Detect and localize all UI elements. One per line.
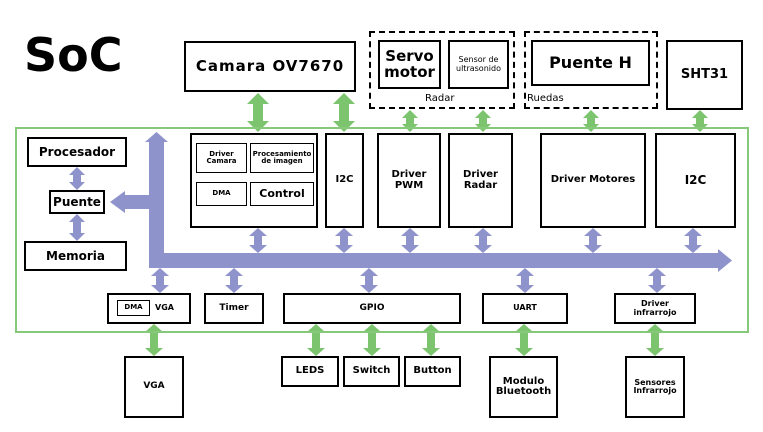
arrow-puente-h bbox=[583, 110, 599, 132]
arrow-bus-gpio bbox=[360, 268, 378, 293]
puente-block: Puente bbox=[49, 190, 105, 214]
bus-right-arrowhead bbox=[718, 249, 732, 272]
arrow-bus-infrarrojo bbox=[648, 268, 666, 293]
soc-boundary bbox=[15, 127, 749, 333]
bus-horizontal bbox=[149, 253, 719, 268]
sensor-ultrasonido-block: Sensor de ultrasonido bbox=[448, 40, 509, 89]
i2c-left-block: I2C bbox=[325, 133, 364, 228]
radar-label: Radar bbox=[425, 93, 455, 104]
button-block: Button bbox=[404, 356, 461, 387]
memoria-block: Memoria bbox=[24, 241, 127, 271]
arrow-i2c-left-bus bbox=[335, 228, 353, 253]
arrow-i2c-left bbox=[333, 93, 355, 132]
system-bus bbox=[110, 132, 732, 272]
arrow-radar-bus bbox=[474, 228, 492, 253]
page-title: SoC bbox=[24, 28, 123, 82]
ruedas-label: Ruedas bbox=[527, 93, 564, 104]
radar-group bbox=[369, 31, 515, 109]
arrow-bus-uart bbox=[516, 268, 534, 293]
driver-radar-block: Driver Radar bbox=[448, 133, 513, 228]
dma-vga-block: DMA bbox=[117, 300, 150, 316]
arrow-i2c-right-bus bbox=[684, 228, 702, 253]
sht31-block: SHT31 bbox=[666, 40, 743, 110]
timer-block: Timer bbox=[204, 293, 264, 324]
i2c-right-block: I2C bbox=[655, 133, 736, 228]
leds-block: LEDS bbox=[281, 356, 339, 387]
arrow-servo bbox=[402, 110, 418, 132]
ruedas-group bbox=[524, 31, 658, 109]
arrow-puente-memoria bbox=[69, 214, 85, 241]
control-block: Control bbox=[250, 182, 314, 206]
arrow-bus-timer bbox=[225, 268, 243, 293]
bus-top-arrowhead bbox=[145, 132, 168, 142]
servo-motor-block: Servo motor bbox=[378, 40, 441, 89]
sensores-infrarrojo-block: Sensores Infrarrojo bbox=[625, 356, 685, 418]
gpio-block: GPIO bbox=[283, 293, 461, 324]
driver-infrarrojo-block: Driver infrarrojo bbox=[614, 293, 696, 324]
procesamiento-imagen-block: Procesamiento de imagen bbox=[250, 143, 314, 173]
arrow-sensor bbox=[475, 110, 491, 132]
arrow-motores-bus bbox=[584, 228, 602, 253]
arrow-procesador-puente bbox=[69, 167, 85, 190]
uart-block: UART bbox=[482, 293, 568, 324]
camara-ov7670-block: Camara OV7670 bbox=[184, 41, 356, 92]
bus-to-puente bbox=[124, 195, 150, 209]
driver-camara-block: Driver Camara bbox=[196, 143, 247, 173]
driver-motores-block: Driver Motores bbox=[540, 133, 646, 228]
puente-h-block: Puente H bbox=[531, 40, 650, 86]
switch-block: Switch bbox=[343, 356, 400, 387]
vga-block: VGA bbox=[124, 356, 184, 418]
modulo-bluetooth-block: Modulo Bluetooth bbox=[489, 356, 558, 418]
driver-pwm-block: Driver PWM bbox=[377, 133, 441, 228]
arrow-camara bbox=[247, 93, 269, 132]
arrow-camara-bus bbox=[249, 228, 267, 253]
arrow-bus-vga bbox=[151, 268, 169, 293]
arrow-sht31 bbox=[692, 110, 708, 132]
dma-camara-block: DMA bbox=[196, 182, 247, 206]
bus-to-puente-arrowhead bbox=[110, 191, 125, 213]
vga-controller-label: VGA bbox=[155, 303, 174, 312]
procesador-block: Procesador bbox=[27, 137, 127, 167]
bus-vertical bbox=[149, 141, 164, 265]
arrow-pwm-bus bbox=[401, 228, 419, 253]
